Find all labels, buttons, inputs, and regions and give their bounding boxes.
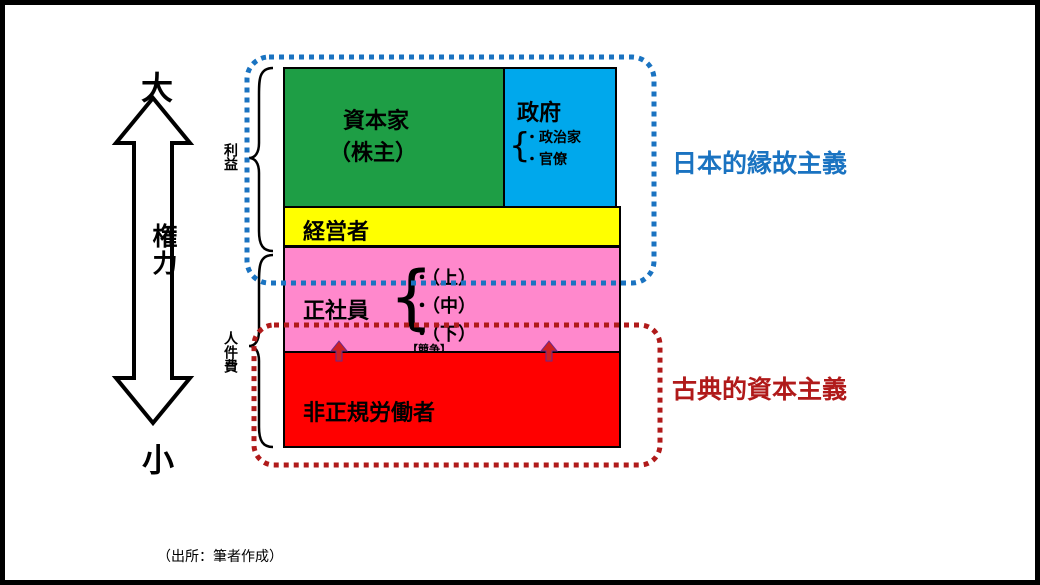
government-label: 政府 xyxy=(517,101,562,126)
up-arrow-right xyxy=(539,340,559,362)
managers-label: 経営者 xyxy=(303,220,370,245)
power-high-label: 大 xyxy=(141,69,174,107)
power-axis-arrow xyxy=(111,66,274,449)
politicians-label: ・政治家 xyxy=(525,130,581,146)
classical-capitalism-label: 古典的資本主義 xyxy=(672,375,848,404)
regular-employees-label: 正社員 xyxy=(303,299,370,324)
upper-tier-label: ・（上） xyxy=(413,268,476,289)
source-note: （出所：筆者作成） xyxy=(157,549,283,565)
personnel-cost-brace xyxy=(248,253,274,449)
middle-tier-label: ・（中） xyxy=(413,296,476,317)
power-axis-label: 権力 xyxy=(149,223,178,277)
regular-employees-block: 正社員 { ・（上） ・（中） ・（下） 【競争】 xyxy=(283,246,621,356)
crony-capitalism-label: 日本的縁故主義 xyxy=(672,149,848,178)
classical-capitalism-region xyxy=(251,322,663,468)
power-low-label: 小 xyxy=(142,441,175,479)
upward-arrows xyxy=(244,54,663,468)
slide: 大 権力 小 利益 人件費 資本家 （株主） 政府 { ・政治家 ・官僚 経営者… xyxy=(5,5,1035,580)
up-arrow-left xyxy=(329,340,349,362)
nonregular-workers-label: 非正規労働者 xyxy=(303,401,436,426)
profit-label: 利益 xyxy=(222,143,238,171)
crony-capitalism-region xyxy=(244,54,657,286)
lower-tier-label: ・（下） xyxy=(413,324,476,345)
government-block: 政府 { ・政治家 ・官僚 xyxy=(503,67,617,208)
capitalist-label: 資本家 xyxy=(343,109,410,134)
employees-brace: { xyxy=(389,256,434,338)
shareholder-label: （株主） xyxy=(329,141,418,166)
government-brace: { xyxy=(509,126,531,166)
personnel-cost-label: 人件費 xyxy=(222,331,238,373)
bureaucrats-label: ・官僚 xyxy=(525,152,567,168)
managers-block: 経営者 xyxy=(283,206,621,247)
capitalist-block: 資本家 （株主） xyxy=(283,67,505,208)
nonregular-workers-block: 非正規労働者 xyxy=(283,351,621,448)
